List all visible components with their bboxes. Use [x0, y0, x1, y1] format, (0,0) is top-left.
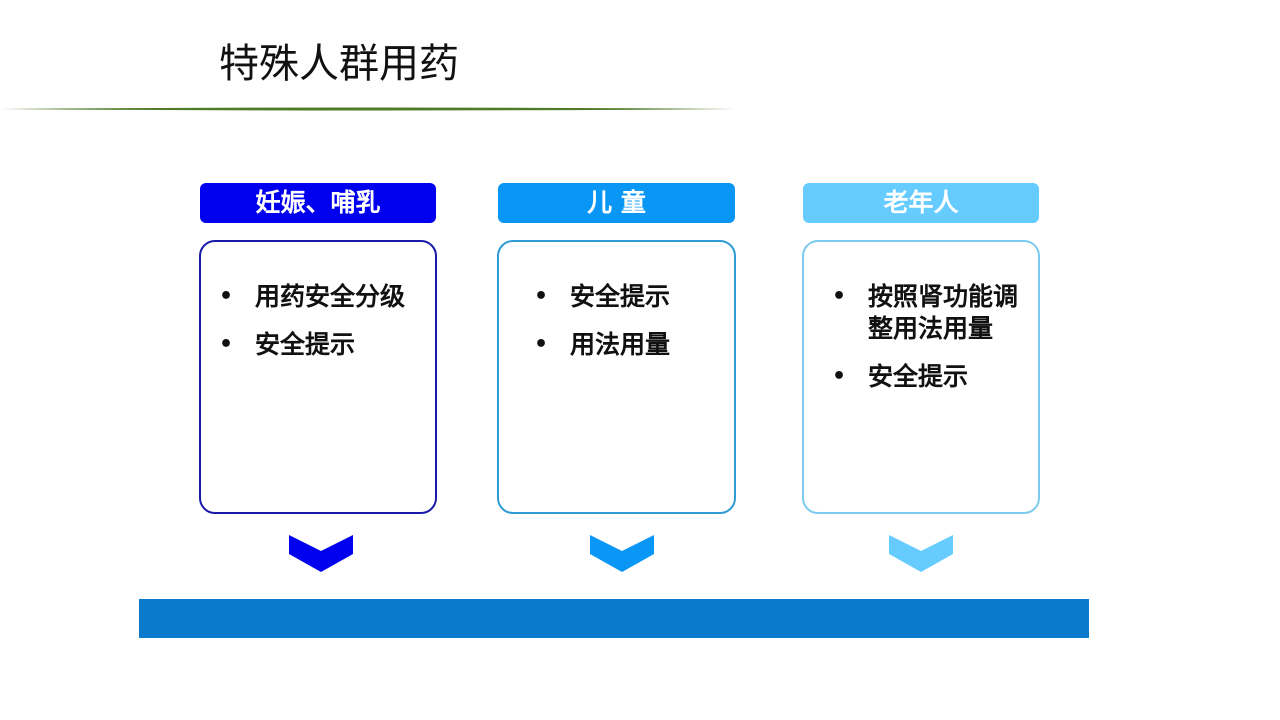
column-header-pregnancy: 妊娠、哺乳 — [200, 183, 436, 223]
page-title: 特殊人群用药 — [219, 41, 459, 87]
bullet-item: 按照肾功能调整用法用量 — [832, 281, 1022, 345]
bullet-list: 安全提示 用法用量 — [534, 281, 724, 377]
bullet-list: 按照肾功能调整用法用量 安全提示 — [832, 281, 1022, 409]
bullet-item: 安全提示 — [832, 361, 1022, 393]
chevron-down-icon — [590, 535, 654, 572]
bullet-item: 用法用量 — [534, 329, 724, 361]
column-card-elderly: 按照肾功能调整用法用量 安全提示 — [802, 240, 1040, 514]
bullet-list: 用药安全分级 安全提示 — [219, 281, 429, 377]
bottom-bar — [139, 599, 1089, 638]
bullet-item: 用药安全分级 — [219, 281, 429, 313]
column-header-children: 儿 童 — [498, 183, 735, 223]
chevron-down-icon — [289, 535, 353, 572]
column-header-elderly: 老年人 — [803, 183, 1039, 223]
title-underline — [0, 107, 736, 111]
column-card-children: 安全提示 用法用量 — [497, 240, 736, 514]
bullet-item: 安全提示 — [534, 281, 724, 313]
column-card-pregnancy: 用药安全分级 安全提示 — [199, 240, 437, 514]
bullet-item: 安全提示 — [219, 329, 429, 361]
chevron-down-icon — [889, 535, 953, 572]
